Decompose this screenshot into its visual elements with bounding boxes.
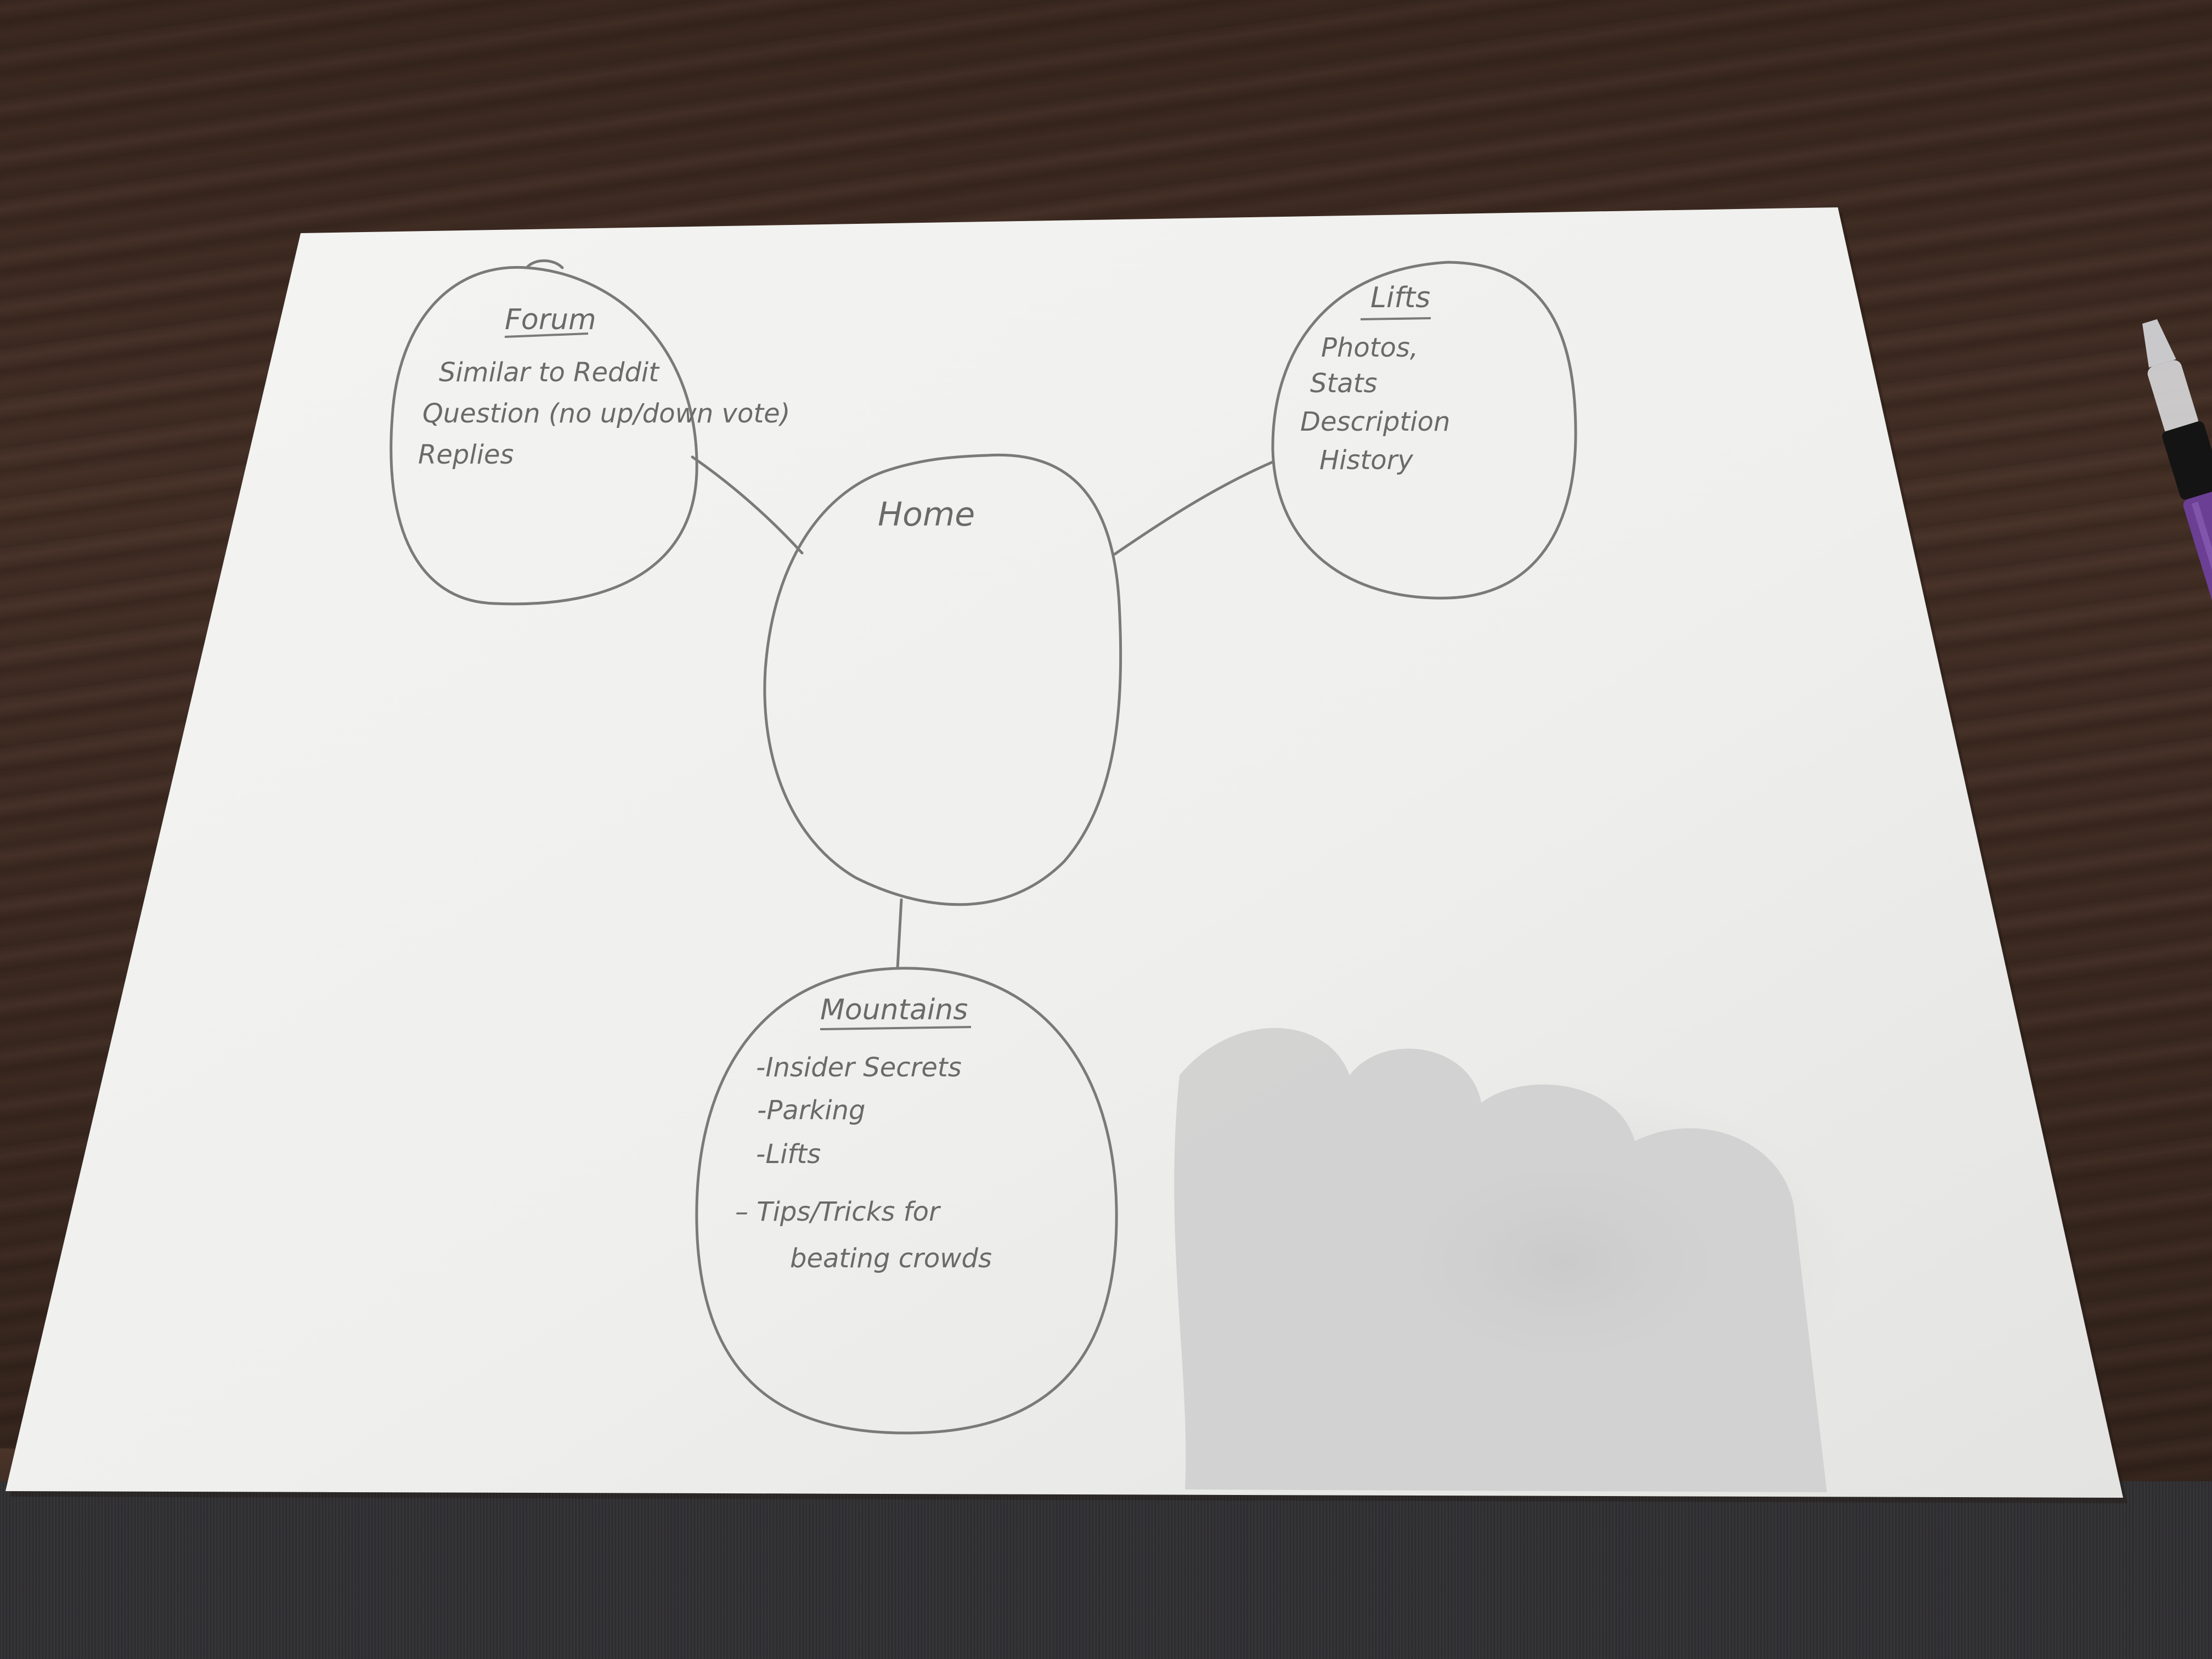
forum-title-underline bbox=[504, 332, 589, 338]
lifts-title: Lifts bbox=[1370, 281, 1430, 314]
mountains-item: -Insider Secrets bbox=[756, 1052, 962, 1083]
lifts-item: Description bbox=[1300, 407, 1450, 437]
forum-item: Question (no up/down vote) bbox=[422, 398, 790, 429]
mountains-item: -Lifts bbox=[756, 1139, 821, 1170]
mountains-item: beating crowds bbox=[790, 1243, 992, 1274]
carpet-floor bbox=[0, 1481, 2212, 1659]
forum-node-tail bbox=[525, 259, 564, 269]
forum-node-outline bbox=[390, 266, 698, 606]
forum-item: Replies bbox=[418, 439, 514, 470]
home-title: Home bbox=[878, 495, 975, 534]
forum-title: Forum bbox=[505, 303, 596, 336]
mountains-item: -Parking bbox=[757, 1095, 865, 1126]
mountains-title-underline bbox=[820, 1026, 972, 1030]
lifts-item: Stats bbox=[1310, 368, 1378, 399]
edge-home-lifts bbox=[1113, 460, 1274, 556]
mountains-item: – Tips/Tricks for bbox=[735, 1197, 941, 1227]
forum-item: Similar to Reddit bbox=[439, 357, 660, 388]
lifts-title-underline bbox=[1360, 317, 1431, 320]
lifts-item: History bbox=[1319, 445, 1413, 476]
edge-home-forum bbox=[691, 455, 804, 555]
lifts-item: Photos, bbox=[1321, 332, 1418, 363]
lifts-node-outline bbox=[1271, 261, 1577, 600]
edge-home-mountains bbox=[896, 898, 903, 970]
mountains-title: Mountains bbox=[820, 994, 968, 1026]
mountains-node-outline bbox=[695, 967, 1118, 1435]
home-node-outline bbox=[763, 453, 1122, 906]
